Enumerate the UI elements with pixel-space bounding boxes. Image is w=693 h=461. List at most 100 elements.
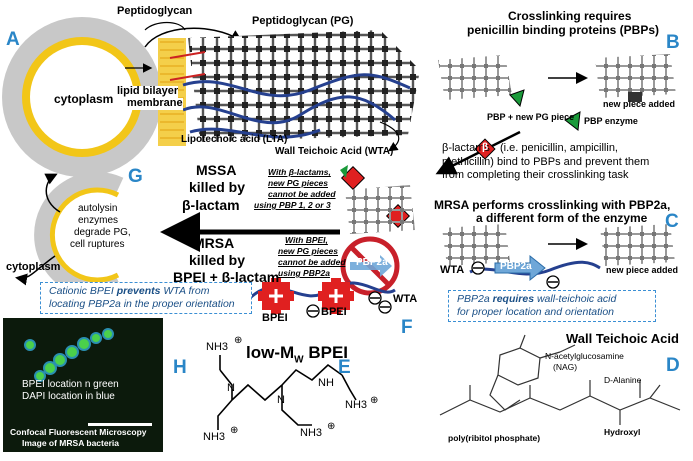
pbp-enzyme-icon xyxy=(509,89,525,108)
cytoplasm-label: cytoplasm xyxy=(54,92,114,106)
g-box-text-a: Cationic BPEI xyxy=(49,285,117,297)
microscopy-line-1: BPEI location n green xyxy=(22,379,119,390)
n-label: N xyxy=(227,382,235,394)
mssa-blactam: β-lactam xyxy=(182,197,240,213)
blactam-text-a: β-lactams xyxy=(442,142,490,154)
beta-lactam-icon xyxy=(474,138,496,160)
c-box-text-c: wall-teichoic acid xyxy=(534,293,617,305)
c-box-text-a: PBP2a xyxy=(457,293,493,305)
nh3-label: NH3 xyxy=(206,341,229,353)
c-box-text-2: for proper location and orientation xyxy=(457,306,615,318)
bpei-cation-icon xyxy=(258,278,294,314)
cell-wall-ring xyxy=(2,17,162,177)
nag-label-1: N-acetylglucosamine xyxy=(545,351,624,361)
bpei-mechanism-box: Cationic BPEI prevents WTA from locating… xyxy=(40,282,252,314)
wta-chain xyxy=(182,95,396,125)
pg-piece-before xyxy=(438,55,512,100)
pbp2a-label-c: PBP2a xyxy=(500,261,532,272)
c-box-text-b: requires xyxy=(492,293,535,305)
panel-label-b: B xyxy=(666,32,680,53)
peptidoglycan-label: Peptidoglycan xyxy=(117,5,193,17)
bpei-label-2: BPEI xyxy=(321,306,347,318)
new-piece-label: new piece added xyxy=(603,99,676,109)
peptidoglycan-arrow xyxy=(144,27,243,48)
panel-label-g: G xyxy=(128,166,143,187)
g-box-text-c: WTA from xyxy=(160,285,210,297)
pbp2a-label-g: PBP2a xyxy=(356,257,388,268)
wta-chain xyxy=(469,260,601,276)
cell-text-2: enzymes xyxy=(78,215,119,226)
panel-b-title-2: penicillin binding proteins (PBPs) xyxy=(467,23,660,37)
note-bpei-2: new PG pieces xyxy=(278,246,338,256)
bpei-title: low-MW BPEI xyxy=(246,344,348,366)
beta-lactam-icon xyxy=(340,165,366,191)
blactam-text-c: methicillin) bind to PBPs and prevent th… xyxy=(442,156,650,168)
microscopy-caption-1: Confocal Fluorescent Microscopy xyxy=(10,427,147,437)
pg-piece-mrsa-after xyxy=(600,224,675,266)
scale-bar xyxy=(88,423,152,426)
bpei-title-text: low-M xyxy=(246,343,295,362)
mrsa-bpei-blactam: BPEI + β-lactam xyxy=(173,269,280,285)
nh3-label-2: NH3 xyxy=(345,399,368,411)
plus-label-3: ⊕ xyxy=(230,425,239,436)
plus-label: ⊕ xyxy=(234,335,243,346)
mrsa-label: MRSA xyxy=(193,235,235,251)
plus-label-4: ⊕ xyxy=(327,421,336,432)
no-pbp2a-symbol xyxy=(340,236,400,296)
note-bpei-1: With BPEI, xyxy=(285,235,328,245)
mssa-label: MSSA xyxy=(196,162,237,178)
mrsa-killed-by: killed by xyxy=(189,252,246,268)
new-piece-label-c: new piece added xyxy=(606,265,679,275)
peptidoglycan-lattice xyxy=(169,30,420,142)
wta-label-c: WTA xyxy=(440,264,465,276)
note-bpei-4: using PBP2a xyxy=(278,268,330,278)
wta-chemical-structure xyxy=(439,334,681,425)
pbp2a-enzyme-icon xyxy=(494,254,546,282)
mrsa-bacteria xyxy=(24,328,114,382)
pg-pieces xyxy=(345,185,415,234)
pbp-piece-label: PBP + new PG piece xyxy=(487,112,575,122)
panel-label-h: H xyxy=(173,357,187,378)
nh3-label-4: NH3 xyxy=(300,427,323,439)
cell-text-3: degrade PG, xyxy=(74,227,131,238)
plus-label-2: ⊕ xyxy=(370,395,379,406)
wta-chain xyxy=(182,73,411,98)
pbp2a-requirement-box: PBP2a requires wall-teichoic acid for pr… xyxy=(448,290,656,322)
pbp-enzyme-legend-icon xyxy=(564,111,581,131)
wta-label-g: WTA xyxy=(393,293,418,305)
blactam-text-d: from completing their crosslinking task xyxy=(442,169,629,181)
bpei-title-rest: BPEI xyxy=(303,343,349,362)
wta-structure-title: Wall Teichoic Acid xyxy=(566,331,679,346)
panel-c-title-1: MRSA performs crosslinking with PBP2a, xyxy=(434,198,671,212)
panel-c-title-2: a different form of the enzyme xyxy=(476,211,648,225)
lta-chain xyxy=(189,127,321,139)
bpei-label-1: BPEI xyxy=(262,312,288,324)
beta-symbol: β xyxy=(482,142,489,153)
bpei-title-sub: W xyxy=(294,354,304,366)
n-label-2: N xyxy=(277,394,285,406)
panel-label-e: E xyxy=(338,357,351,378)
cell-text-4: cell ruptures xyxy=(70,239,125,250)
membrane-label: membrane xyxy=(127,97,183,110)
note-blactam-2: new PG pieces xyxy=(268,178,328,188)
bpei-cation-icon xyxy=(318,278,354,314)
g-box-text-b: prevents xyxy=(116,285,161,297)
panel-label-c: C xyxy=(665,211,679,232)
microscopy-line-2: DAPI location in blue xyxy=(22,391,115,402)
nag-label-2: (NAG) xyxy=(553,362,578,372)
lta-label: Lipotechoic acid (LTA) xyxy=(181,134,288,145)
lipid-bilayer-label: lipid bilayer xyxy=(117,85,179,98)
note-blactam-4: using PBP 1, 2 or 3 xyxy=(254,200,331,210)
note-bpei-3: cannot be added xyxy=(278,257,346,267)
cytoplasm-g-label: cytoplasm xyxy=(6,261,61,273)
ribitol-label: poly(ribitol phosphate) xyxy=(448,433,541,443)
panel-label-f: F xyxy=(401,317,413,338)
nh-label: NH xyxy=(318,377,334,389)
alanine-label: D-Alanine xyxy=(604,375,642,385)
wta-label: Wall Teichoic Acid (WTA) xyxy=(275,146,394,157)
pbp-enzyme-label: PBP enzyme xyxy=(584,116,638,126)
hydroxyl-label: Hydroxyl xyxy=(604,427,641,437)
panel-label-a: A xyxy=(6,29,20,50)
